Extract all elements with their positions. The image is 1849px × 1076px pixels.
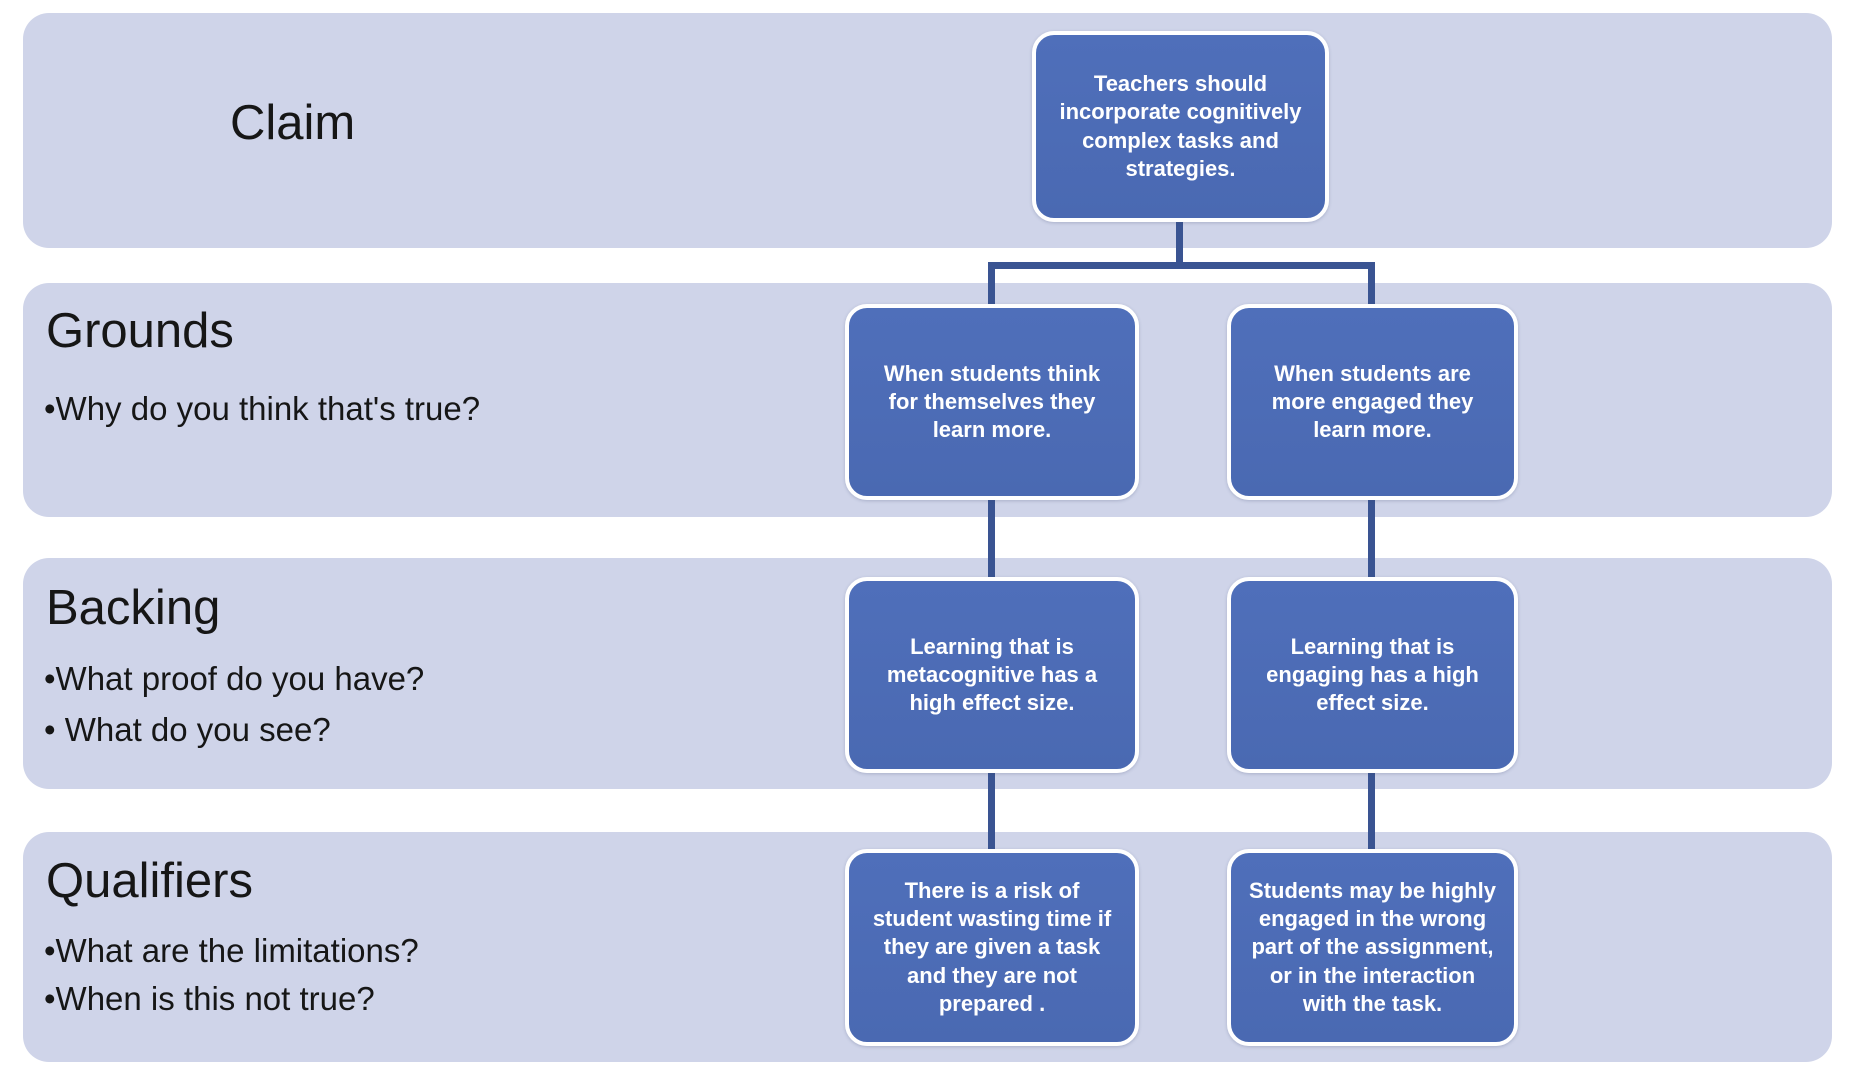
grounds-question-1: •Why do you think that's true? <box>44 390 481 427</box>
claim-node: Teachers should incorporate cognitively … <box>1032 31 1329 222</box>
grounds-questions: •Why do you think that's true? <box>44 383 480 434</box>
qualifiers-node-left-text: There is a risk of student wasting time … <box>872 878 1112 1016</box>
grounds-node-right: When students are more engaged they lear… <box>1227 304 1518 500</box>
connector-branch-left-leg <box>988 262 995 308</box>
backing-heading: Backing <box>46 581 221 635</box>
connector-grounds-backing-right <box>1368 496 1375 581</box>
qualifiers-questions: •What are the limitations? •When is this… <box>44 927 419 1023</box>
grounds-heading: Grounds <box>46 304 234 358</box>
claim-band <box>23 13 1832 248</box>
qualifiers-node-left: There is a risk of student wasting time … <box>845 849 1139 1046</box>
qualifiers-node-right-text: Students may be highly engaged in the wr… <box>1249 878 1496 1016</box>
grounds-node-right-text: When students are more engaged they lear… <box>1271 360 1474 443</box>
backing-node-right-text: Learning that is engaging has a high eff… <box>1266 633 1479 716</box>
qualifiers-question-1: •What are the limitations? <box>44 932 419 969</box>
connector-backing-qualifiers-left <box>988 770 995 853</box>
backing-question-2: • What do you see? <box>44 711 331 749</box>
connector-grounds-backing-left <box>988 496 995 581</box>
backing-node-left: Learning that is metacognitive has a hig… <box>845 577 1139 773</box>
connector-backing-qualifiers-right <box>1368 770 1375 853</box>
connector-branch-horizontal <box>988 262 1375 269</box>
backing-question-1: •What proof do you have? <box>44 660 425 697</box>
qualifiers-node-right: Students may be highly engaged in the wr… <box>1227 849 1518 1046</box>
claim-node-text: Teachers should incorporate cognitively … <box>1059 71 1302 181</box>
backing-questions: •What proof do you have? • What do you s… <box>44 653 424 755</box>
backing-node-left-text: Learning that is metacognitive has a hig… <box>886 633 1098 716</box>
claim-heading: Claim <box>230 96 356 150</box>
grounds-node-left: When students think for themselves they … <box>845 304 1139 500</box>
connector-branch-right-leg <box>1368 262 1375 308</box>
qualifiers-heading: Qualifiers <box>46 854 253 908</box>
grounds-node-left-text: When students think for themselves they … <box>883 360 1101 443</box>
connector-claim-stub <box>1176 220 1183 266</box>
backing-node-right: Learning that is engaging has a high eff… <box>1227 577 1518 773</box>
qualifiers-question-2: •When is this not true? <box>44 979 375 1017</box>
